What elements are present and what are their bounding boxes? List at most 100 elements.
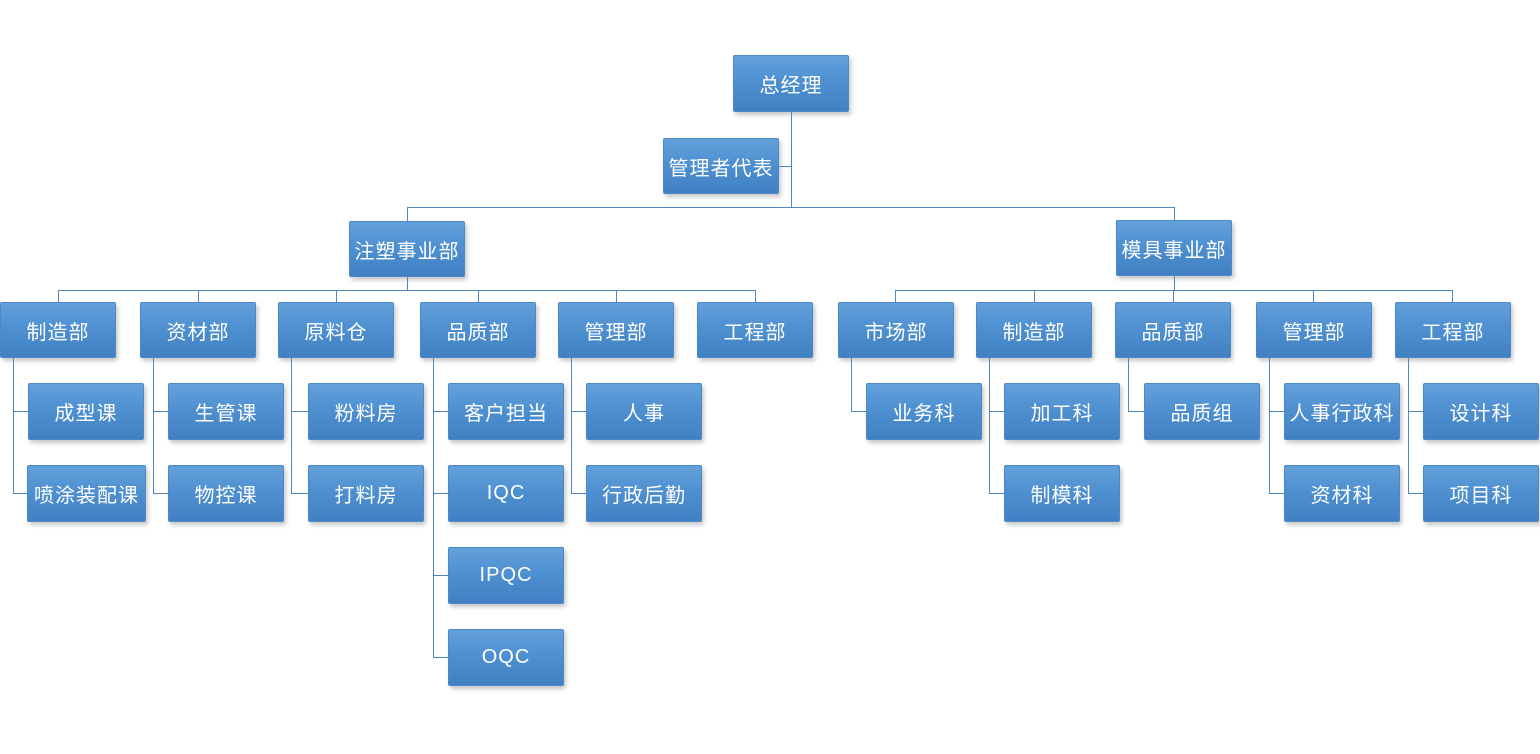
org-node-label: 喷涂装配课 [34,485,139,507]
org-node-iqc: IQC [448,465,564,522]
org-node-prod-mgmt-section: 生管课 [168,383,284,440]
org-node-label: 制造部 [1002,321,1066,344]
org-node-mold-quality: 品质部 [1115,302,1231,358]
org-node-design-section: 设计科 [1423,383,1539,440]
connector-line [1128,358,1129,411]
connector-line [1452,290,1453,302]
org-node-mold-engineering: 工程部 [1395,302,1511,358]
connector-line [989,493,1004,494]
org-node-label: 成型课 [54,403,118,425]
org-node-mold-market: 市场部 [838,302,954,358]
connector-line [851,411,866,412]
org-node-customer-service: 客户担当 [448,383,564,440]
connector-line [13,411,28,412]
org-node-inj-manufacturing: 制造部 [0,302,116,358]
org-node-label: 人事行政科 [1289,403,1395,425]
org-node-label: 客户担当 [464,403,548,425]
org-node-material-control-section: 物控课 [168,465,284,522]
connector-line [13,493,28,494]
connector-line [291,358,292,493]
connector-line [1408,358,1409,493]
connector-line [616,290,617,302]
org-node-mixing-room: 打料房 [308,465,424,522]
connector-line [571,411,586,412]
org-node-label: 制造部 [26,321,90,344]
org-node-div-mold: 模具事业部 [1116,220,1232,276]
connector-line [779,166,791,167]
connector-line [1408,493,1423,494]
connector-line [571,358,572,493]
org-node-spray-assembly-section: 喷涂装配课 [27,465,146,522]
org-node-business-section: 业务科 [866,383,982,440]
org-node-label: 打料房 [334,485,398,507]
connector-line [791,112,792,207]
org-node-div-injection: 注塑事业部 [349,221,465,277]
connector-line [1174,207,1175,220]
connector-line [1174,276,1175,290]
connector-line [1128,411,1144,412]
org-node-hr-admin-section: 人事行政科 [1284,383,1400,440]
org-node-label: IPQC [479,564,533,586]
connector-line [755,290,756,302]
org-node-machining-section: 加工科 [1004,383,1120,440]
connector-line [1034,290,1035,302]
connector-line [571,493,586,494]
org-node-oqc: OQC [448,629,564,686]
org-node-label: IQC [486,482,526,504]
connector-line [407,207,1174,208]
org-node-label: OQC [481,646,531,668]
org-node-mold-making-section: 制模科 [1004,465,1120,522]
org-node-label: 品质组 [1170,403,1234,425]
connector-line [989,411,1004,412]
org-node-project-section: 项目科 [1423,465,1539,522]
org-node-label: 管理者代表 [668,157,774,180]
org-node-label: 品质部 [1141,321,1205,344]
org-node-label: 行政后勤 [602,485,686,507]
org-node-material-section: 资材科 [1284,465,1400,522]
org-node-inj-materials: 资材部 [140,302,256,358]
org-node-label: 资材科 [1310,485,1374,507]
connector-line [1173,290,1174,302]
org-node-label: 资材部 [166,321,230,344]
connector-line [291,493,308,494]
org-node-label: 业务科 [892,403,956,425]
connector-line [433,657,448,658]
connector-line [851,358,852,411]
connector-line [433,493,448,494]
connector-line [13,358,14,493]
connector-line [407,277,408,290]
connector-line [58,290,755,291]
connector-line [895,290,896,302]
org-node-label: 人事 [623,403,665,425]
org-node-inj-engineering: 工程部 [697,302,813,358]
connector-line [433,411,448,412]
connector-line [1408,411,1423,412]
org-node-label: 加工科 [1030,403,1094,425]
org-node-admin-logistics: 行政后勤 [586,465,702,522]
org-node-management-rep: 管理者代表 [663,138,779,194]
connector-line [336,290,337,302]
connector-line [1269,493,1284,494]
org-node-label: 设计科 [1449,403,1513,425]
org-node-hr: 人事 [586,383,702,440]
connector-line [198,290,199,302]
org-node-inj-admin: 管理部 [558,302,674,358]
org-node-label: 注塑事业部 [354,240,460,263]
connector-line [407,207,408,221]
org-node-label: 管理部 [584,321,648,344]
org-node-molding-section: 成型课 [28,383,144,440]
connector-line [478,290,479,302]
org-node-gm: 总经理 [733,55,849,112]
connector-line [153,411,168,412]
org-node-label: 总经理 [759,75,823,97]
org-node-label: 项目科 [1449,485,1513,507]
org-node-label: 粉料房 [334,403,398,425]
org-node-inj-quality: 品质部 [420,302,536,358]
connector-line [433,575,448,576]
connector-line [291,411,308,412]
org-node-label: 工程部 [723,321,787,344]
org-node-powder-room: 粉料房 [308,383,424,440]
org-node-label: 市场部 [864,321,928,344]
org-node-mold-admin: 管理部 [1256,302,1372,358]
